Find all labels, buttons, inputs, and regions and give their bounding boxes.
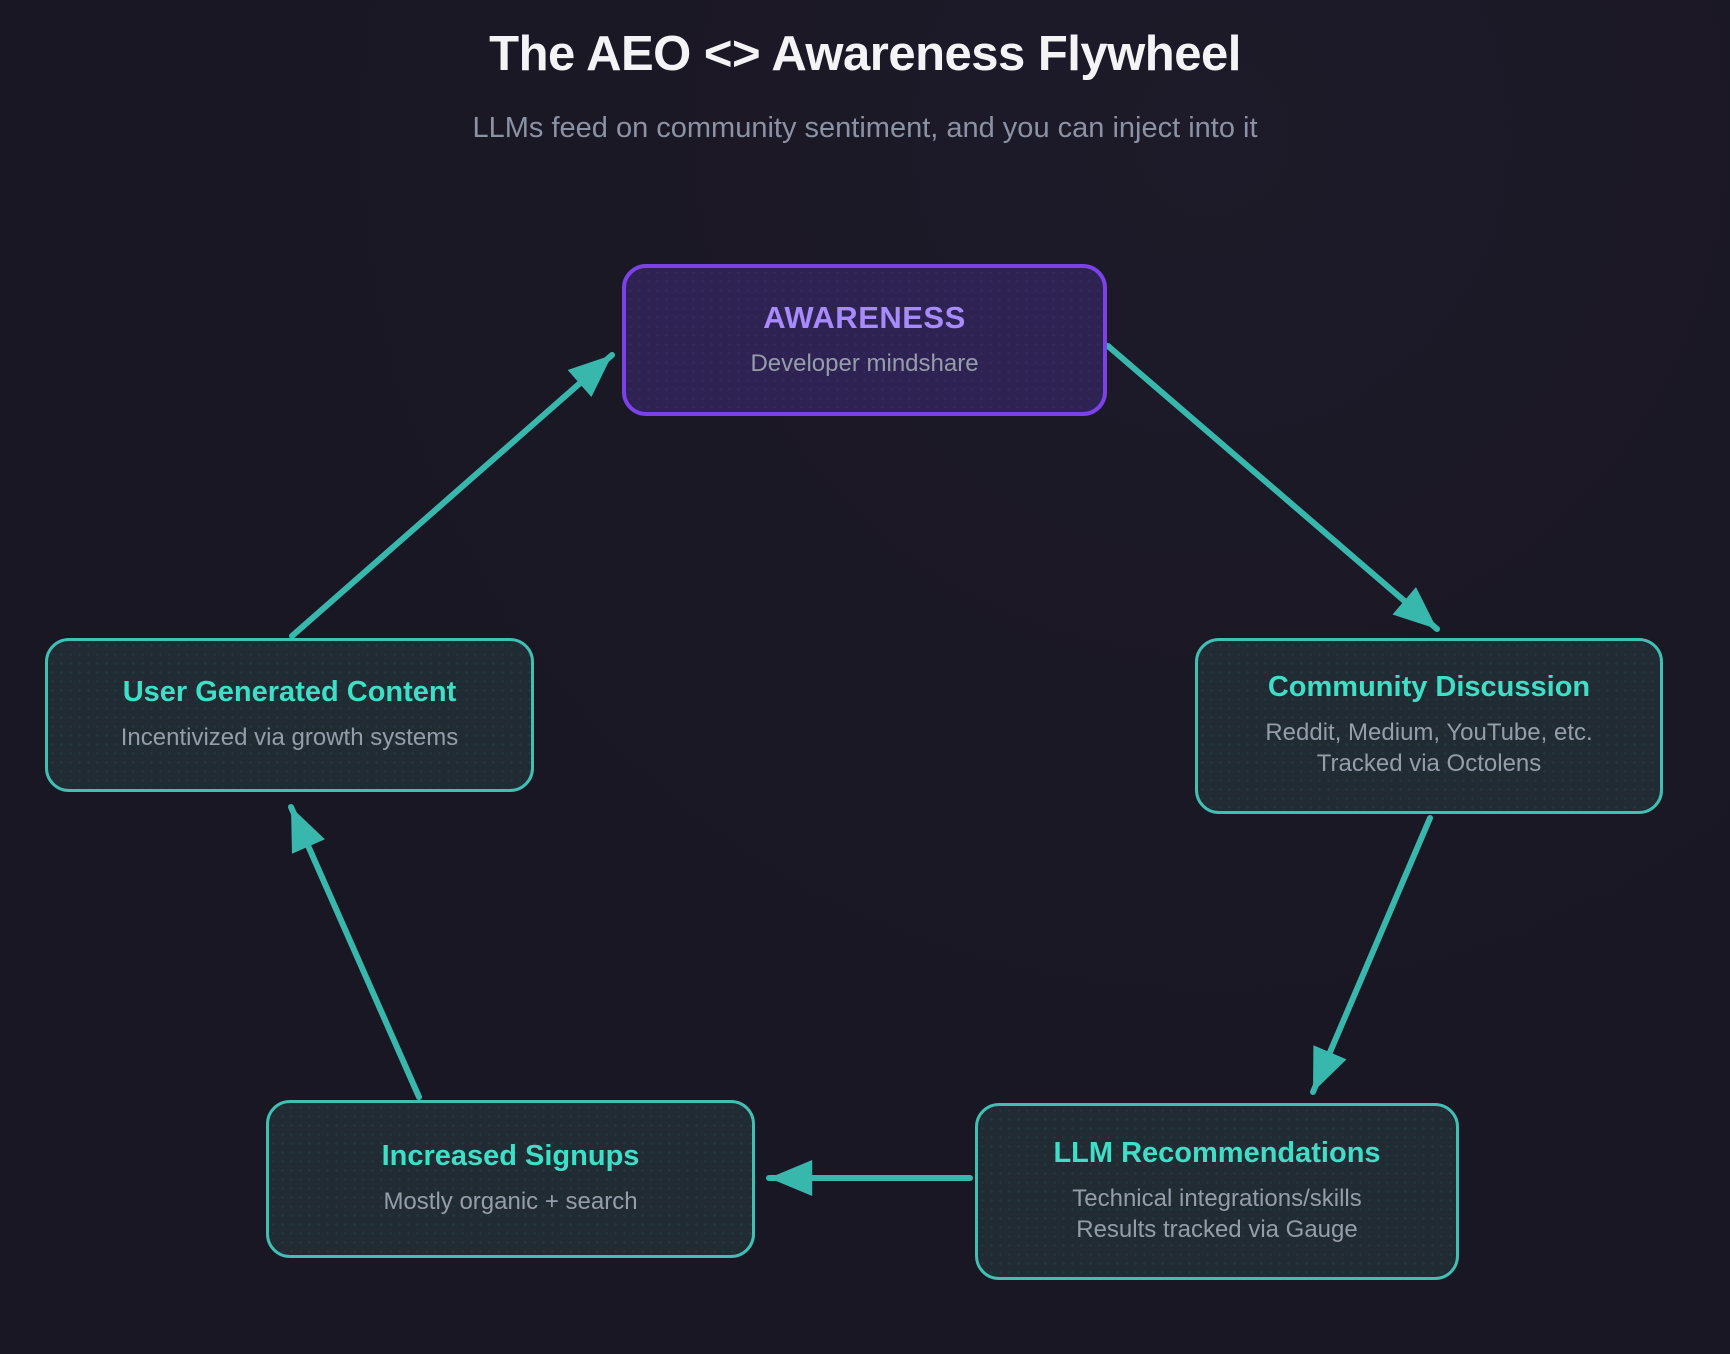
arrow-user-generated-content-to-awareness xyxy=(289,352,615,639)
node-llm-recommendations-line-2: Results tracked via Gauge xyxy=(1076,1215,1358,1243)
node-user-generated-content: User Generated Content Incentivized via … xyxy=(45,638,534,792)
node-community-discussion-title: Community Discussion xyxy=(1267,671,1591,704)
node-awareness-subtitle: Developer mindshare xyxy=(750,349,979,377)
node-increased-signups: Increased Signups Mostly organic + searc… xyxy=(266,1100,755,1258)
node-community-discussion-line-2: Tracked via Octolens xyxy=(1316,750,1542,778)
node-llm-recommendations-title: LLM Recommendations xyxy=(1053,1136,1381,1169)
node-awareness-title: AWARENESS xyxy=(763,299,966,335)
arrow-awareness-to-community-discussion xyxy=(1105,343,1440,632)
page-subtitle: LLMs feed on community sentiment, and yo… xyxy=(472,112,1258,144)
node-increased-signups-subtitle: Mostly organic + search xyxy=(383,1187,638,1215)
node-community-discussion: Community Discussion Reddit, Medium, You… xyxy=(1195,638,1663,814)
page-title: The AEO <> Awareness Flywheel xyxy=(489,27,1241,81)
node-user-generated-content-title: User Generated Content xyxy=(122,675,457,708)
node-increased-signups-title: Increased Signups xyxy=(381,1139,640,1172)
node-llm-recommendations: LLM Recommendations Technical integratio… xyxy=(975,1103,1459,1280)
node-user-generated-content-subtitle: Incentivized via growth systems xyxy=(120,723,459,751)
node-community-discussion-line-1: Reddit, Medium, YouTube, etc. xyxy=(1265,719,1593,747)
node-awareness: AWARENESS Developer mindshare xyxy=(622,264,1107,416)
node-llm-recommendations-line-1: Technical integrations/skills xyxy=(1072,1184,1362,1212)
arrow-increased-signups-to-user-generated-content xyxy=(288,804,422,1100)
arrow-community-discussion-to-llm-recommendations xyxy=(1310,815,1433,1095)
